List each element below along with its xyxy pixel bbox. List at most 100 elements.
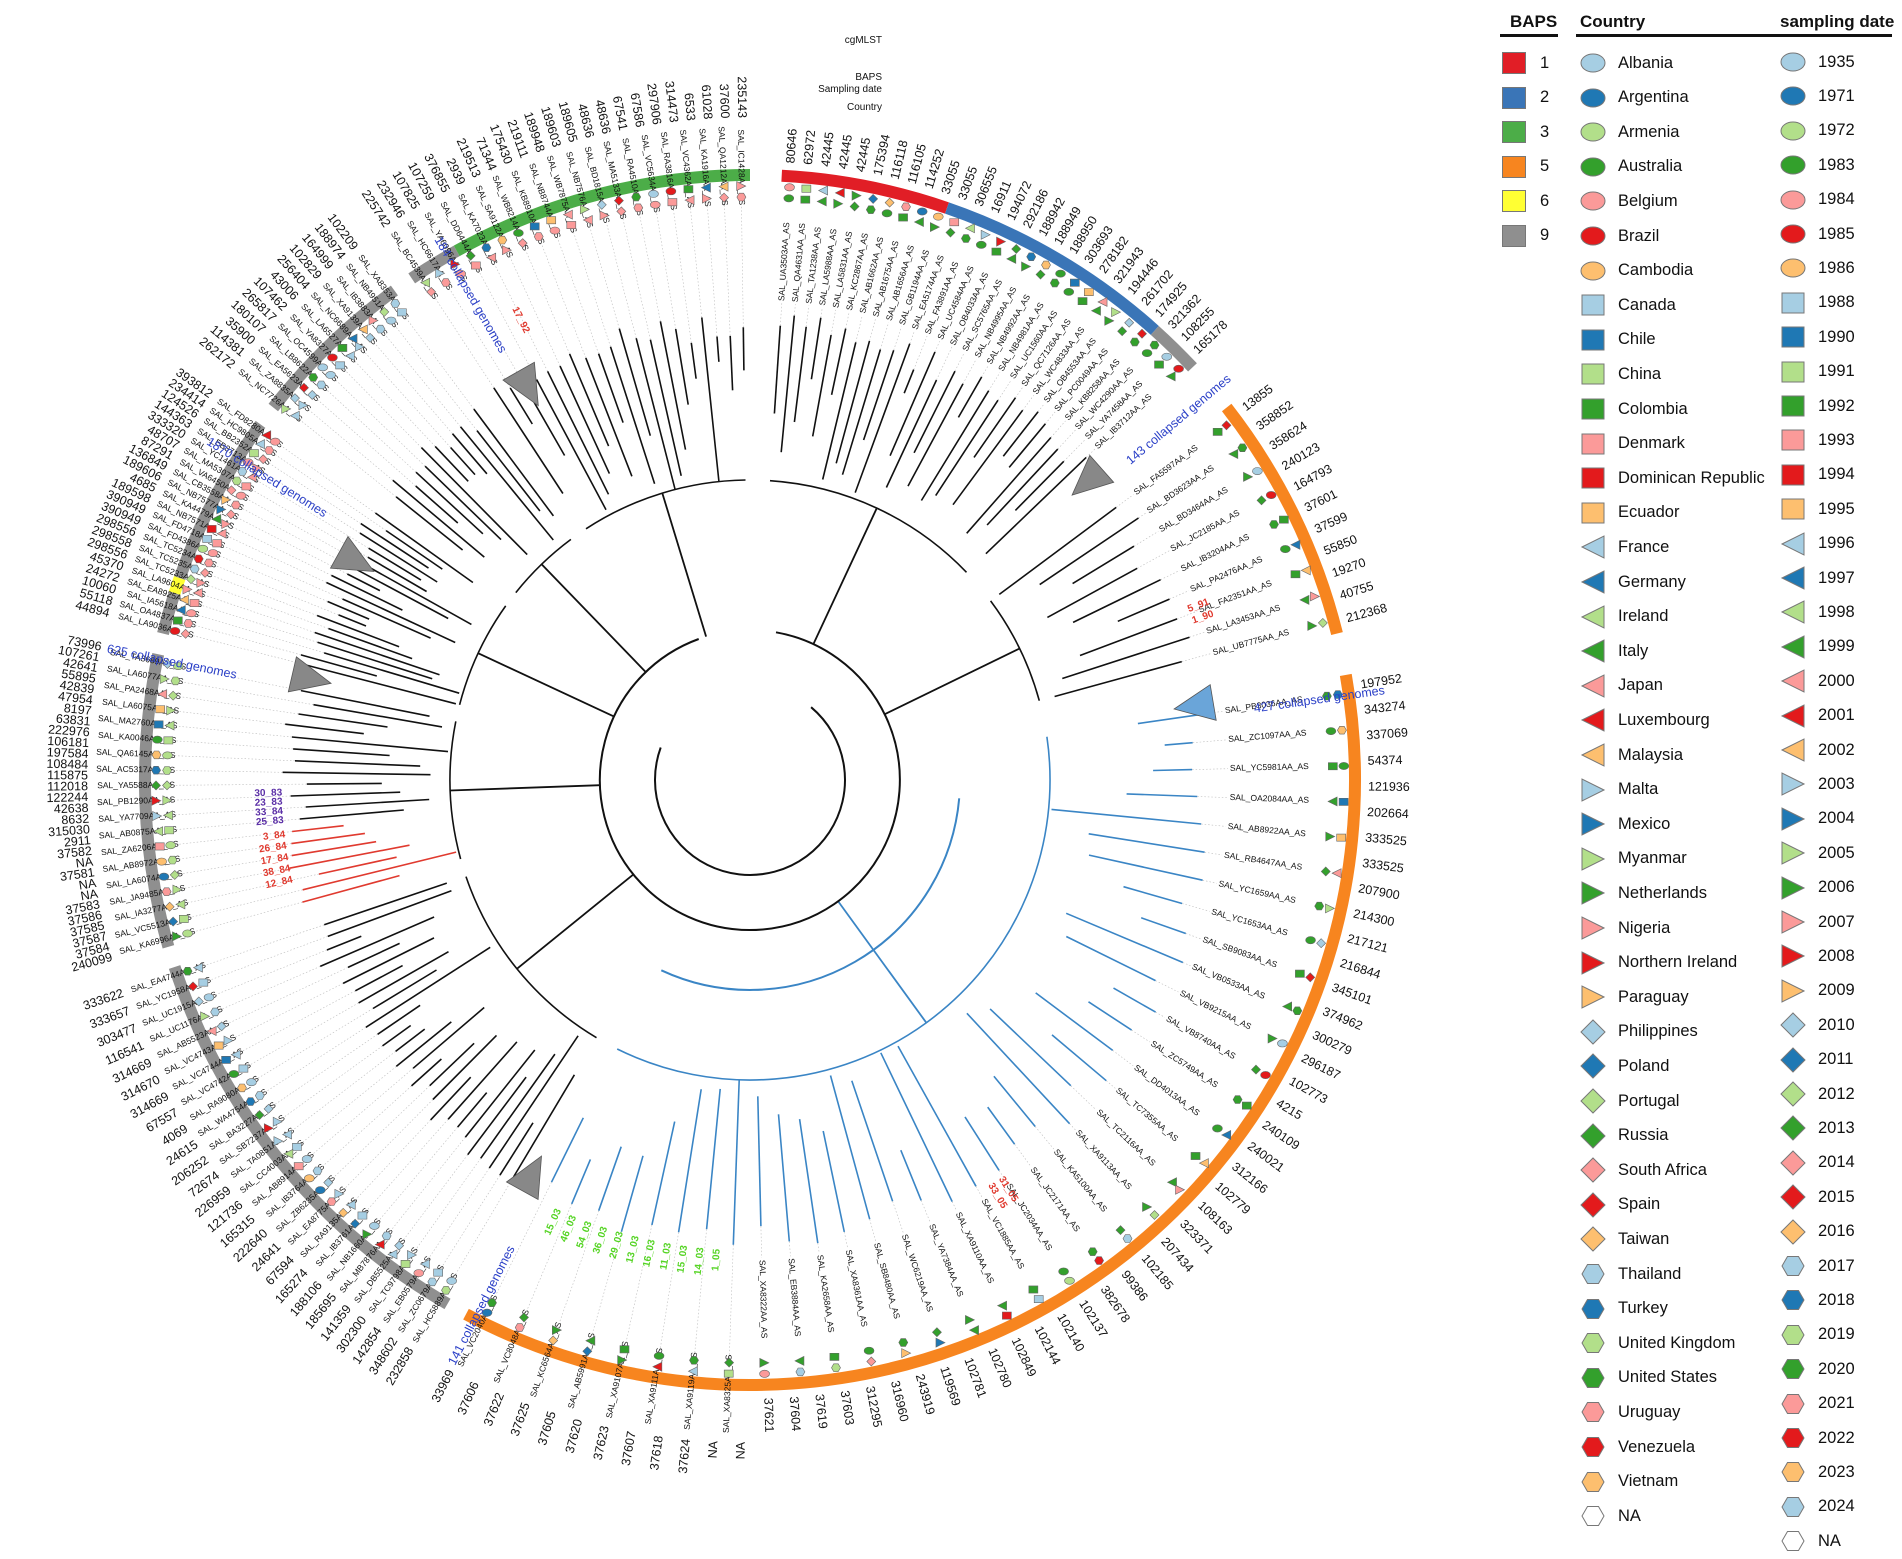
- sampling-date-symbol: [315, 1186, 326, 1195]
- collapsed-clade-triangle: [502, 361, 539, 407]
- legend-item-label: 2008: [1818, 946, 1855, 965]
- branch: [1065, 935, 1156, 982]
- sampling-date-symbol: [151, 750, 162, 760]
- leader-line: [1063, 439, 1086, 462]
- branch: [1051, 1034, 1107, 1082]
- country-symbol: [344, 350, 355, 361]
- country-symbol: [196, 577, 207, 588]
- legend-country-item: France: [1580, 532, 1669, 562]
- leader-line: [180, 681, 314, 705]
- country-symbol: [1322, 691, 1332, 701]
- legend-date-item: 2010: [1780, 1010, 1855, 1040]
- sampling-date-symbol: [1161, 352, 1173, 361]
- legend-country-item: Poland: [1580, 1051, 1669, 1081]
- branch: [305, 798, 430, 808]
- cgmlst-label: 67541: [610, 95, 630, 132]
- country-symbol: [913, 217, 924, 228]
- country-symbol: [533, 232, 544, 241]
- tri-left-icon: [1580, 708, 1605, 733]
- cgmlst-label: 102140: [1054, 1311, 1087, 1354]
- tip-label: SAL_KA2658AA_AS: [815, 1254, 836, 1333]
- legend-item-label: 9: [1540, 226, 1550, 244]
- country-symbol: [164, 826, 174, 835]
- country-symbol: [289, 410, 300, 421]
- legend-item-label: Argentina: [1618, 88, 1689, 107]
- subclade-label: 17_92: [509, 305, 531, 335]
- branch: [354, 964, 403, 992]
- subclade-label: 46_03: [559, 1213, 580, 1243]
- branch: [289, 844, 410, 869]
- country-symbol: [1269, 520, 1279, 529]
- legend-item-label: Germany: [1618, 572, 1686, 591]
- country-symbol: [1290, 570, 1301, 579]
- legend-item-label: Taiwan: [1618, 1229, 1670, 1248]
- legend-country-item: Dominican Republic: [1580, 463, 1765, 493]
- hexagon-icon: [1781, 1359, 1805, 1380]
- legend-item-label: 1995: [1818, 499, 1855, 518]
- legend-date-item: 1995: [1780, 494, 1855, 524]
- leader-line: [221, 545, 343, 600]
- legend-date-item: 1988: [1780, 288, 1855, 318]
- branch: [327, 889, 452, 938]
- leader-line: [389, 1137, 466, 1233]
- legend-baps-item: 2: [1502, 83, 1549, 113]
- branch: [395, 1021, 452, 1068]
- leader-line: [934, 341, 940, 353]
- cgmlst-label: 37623: [591, 1424, 612, 1461]
- cgmlst-label: 37619: [812, 1393, 830, 1429]
- tip-label: SAL_EB3884AA_AS: [786, 1258, 803, 1337]
- legend-date-item: 2023: [1780, 1457, 1855, 1487]
- tip-label: SAL_YA5588AA_AS: [97, 780, 175, 791]
- country-symbol: [264, 446, 274, 455]
- tri-left-icon: [1780, 738, 1805, 762]
- tri-right-icon: [1581, 881, 1606, 906]
- branch: [1079, 618, 1178, 657]
- baps-arc: [1150, 325, 1197, 372]
- sampling-date-symbol: [700, 182, 711, 193]
- legend-item-label: Cambodia: [1618, 261, 1694, 280]
- branch: [851, 1080, 894, 1202]
- leader-line: [1106, 1080, 1116, 1089]
- tri-left-icon: [1780, 703, 1805, 728]
- tip-label: SAL_WC6219AA_AS: [900, 1233, 936, 1313]
- country-symbol: [433, 1268, 443, 1277]
- leader-line: [1181, 653, 1212, 662]
- leader-line: [913, 335, 928, 370]
- sampling-date-symbol: [161, 887, 172, 896]
- leader-line: [556, 235, 599, 354]
- cgmlst-label: 214300: [1352, 906, 1396, 929]
- subclade-label: 33_84: [255, 806, 284, 819]
- branch: [618, 328, 652, 436]
- tip-label: SAL_YC5981AA_AS: [1230, 761, 1309, 773]
- tri-right-icon: [1781, 841, 1806, 865]
- sampling-date-symbol: [197, 544, 209, 553]
- branch: [293, 748, 390, 757]
- leader-line: [448, 286, 511, 389]
- cgmlst-label: 37620: [563, 1418, 586, 1455]
- leader-line: [213, 949, 328, 996]
- stem-branch: [837, 900, 928, 1024]
- collapsed-clade-triangle: [1173, 684, 1217, 721]
- cgmlst-label: 300279: [1310, 1028, 1354, 1058]
- tip-label: SAL_XA8322AA_AS: [758, 1260, 770, 1339]
- tip-label: SAL_YC1659AA_AS: [1218, 878, 1298, 905]
- sampling-date-symbol: [579, 204, 590, 215]
- branch: [1164, 741, 1193, 746]
- branch: [966, 1012, 1071, 1125]
- country-symbol: [1115, 1225, 1126, 1236]
- legend-country-item: Thailand: [1580, 1259, 1681, 1289]
- sampling-date-symbol: [1221, 420, 1232, 431]
- branch: [360, 522, 429, 569]
- branch: [674, 328, 689, 405]
- country-symbol: [394, 1240, 405, 1251]
- branch: [300, 689, 430, 717]
- country-symbol: [175, 899, 186, 910]
- sampling-date-symbol: [350, 1218, 361, 1229]
- square-icon: [1781, 464, 1805, 486]
- cgmlst-label: 61028: [699, 84, 715, 120]
- tri-right-icon: [1781, 978, 1806, 1003]
- country-symbol: [345, 1199, 356, 1210]
- leader-line: [936, 346, 953, 381]
- legend-item-label: Ireland: [1618, 607, 1669, 626]
- sampling-date-symbol: [1310, 591, 1321, 602]
